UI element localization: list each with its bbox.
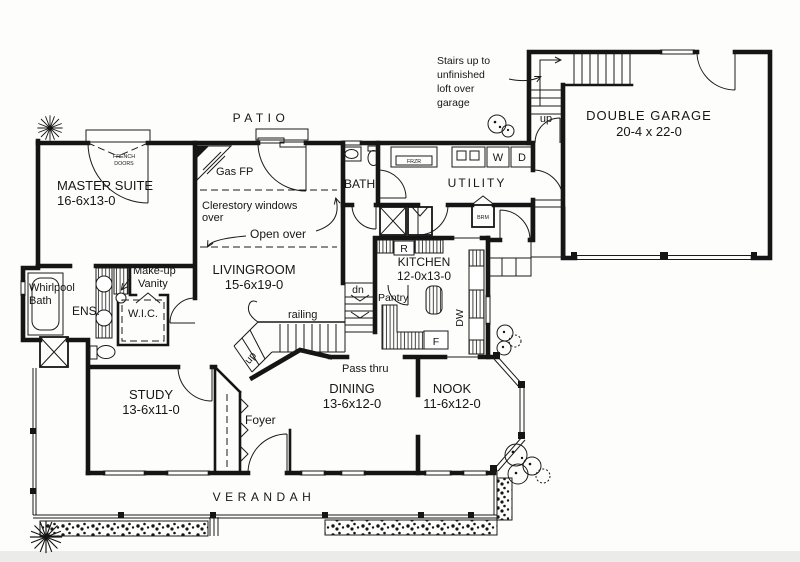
gas-fp-label: Gas FP xyxy=(216,166,253,178)
room-label-livingroom: LIVINGROOM xyxy=(212,262,295,277)
freezer-label: FRZR xyxy=(407,159,421,165)
room-label-study: STUDY xyxy=(129,387,173,402)
stairs-note-leader xyxy=(508,77,540,81)
french-door-landing xyxy=(85,129,151,143)
fireplace xyxy=(196,145,233,182)
room-dims-garage: 20-4 x 22-0 xyxy=(616,124,682,139)
dryer-label: D xyxy=(518,152,526,164)
room-label-wic: W.I.C. xyxy=(128,308,158,320)
starburst-plant-bottom xyxy=(29,520,63,554)
kitchen-sink xyxy=(468,265,485,291)
clerestory-label-line1: Clerestory windows xyxy=(202,200,298,212)
landscaping xyxy=(29,114,551,554)
doors xyxy=(85,51,736,474)
starburst-plant-top xyxy=(36,114,64,142)
room-dims-dining: 13-6x12-0 xyxy=(323,396,382,411)
open-over-label: Open over xyxy=(250,227,306,241)
railing-curl xyxy=(247,300,259,323)
pantry-label: Pantry xyxy=(378,292,409,304)
verandah-steps xyxy=(209,517,219,536)
garage-stoop xyxy=(530,206,566,258)
utility-appliances xyxy=(390,146,534,168)
range-label: R xyxy=(400,243,408,255)
french-doors-label-line1: FRENCH xyxy=(113,154,135,160)
basement-stairs xyxy=(344,282,375,333)
walls-interior xyxy=(35,83,634,476)
clerestory-lines xyxy=(200,189,337,247)
room-label-foyer: Foyer xyxy=(245,413,276,427)
room-dims-master-suite: 16-6x13-0 xyxy=(57,193,116,208)
up-garage-label: up xyxy=(540,113,552,125)
shrub-borders xyxy=(39,477,513,537)
kitchen-island xyxy=(425,285,443,315)
whirlpool-label-line2: Bath xyxy=(29,295,52,307)
makeup-label-line2: Vanity xyxy=(138,278,168,290)
scan-artifact-band xyxy=(0,551,800,562)
garage-loft-stairs xyxy=(529,52,631,115)
broom-closet-door xyxy=(473,195,493,204)
french-doors-label-line2: DOORS xyxy=(114,161,134,167)
dishwasher-label: DW xyxy=(454,309,466,327)
stairs-note-line2: unfinished xyxy=(437,69,485,81)
broom-closet xyxy=(471,204,495,228)
ensuite-vanity xyxy=(95,267,113,339)
room-label-utility: UTILITY xyxy=(448,176,507,190)
room-dims-kitchen: 12-0x13-0 xyxy=(397,269,451,283)
whirlpool-label-line1: Whirlpool xyxy=(29,282,75,294)
garage-details xyxy=(487,206,757,277)
stairs-note-line4: garage xyxy=(437,97,470,109)
makeup-vanity xyxy=(113,267,129,304)
bush-cluster-kitchen xyxy=(496,324,522,356)
ensuite-toilet xyxy=(89,345,116,360)
broom-label: BRM xyxy=(477,215,489,221)
fridge-box xyxy=(423,330,449,350)
railing-label: railing xyxy=(288,309,317,321)
bush-cluster-nook xyxy=(504,443,551,485)
room-dims-nook: 11-6x12-0 xyxy=(423,396,481,411)
fridge-label: F xyxy=(433,336,439,348)
shower-box xyxy=(39,336,69,368)
back-steps xyxy=(487,257,532,277)
kitchen-counters xyxy=(376,239,485,355)
dn-label: dn xyxy=(352,284,364,296)
room-label-garage: DOUBLE GARAGE xyxy=(586,108,712,123)
room-label-bath: BATH xyxy=(344,177,375,191)
room-dims-study: 13-6x11-0 xyxy=(122,402,180,417)
windows xyxy=(20,49,695,476)
hall-closets xyxy=(379,206,433,236)
makeup-label-line1: Make-up xyxy=(133,265,176,277)
pass-thru-label: Pass thru xyxy=(342,363,388,375)
verandah-label: VERANDAH xyxy=(213,490,316,504)
stairs-note-line3: loft over xyxy=(437,83,475,95)
dishwasher-box xyxy=(468,317,485,341)
bath-fixtures xyxy=(341,145,380,166)
verandah-railing xyxy=(30,368,498,536)
patio-door-landing xyxy=(255,128,309,141)
stairs-note-line1: Stairs up to xyxy=(437,55,490,67)
whirlpool-tub xyxy=(27,272,64,336)
wic-shelving xyxy=(121,299,165,342)
washer-label: W xyxy=(493,152,504,164)
clerestory-label-line2: over xyxy=(202,212,224,224)
text-labels: PATIO VERANDAH MASTER SUITE 16-6x13-0 LI… xyxy=(29,55,712,504)
foyer-closet-doors xyxy=(239,397,249,463)
range-box xyxy=(393,240,415,256)
shower-x xyxy=(39,336,69,368)
room-dims-livingroom: 15-6x19-0 xyxy=(225,277,284,292)
room-label-ens: ENS. xyxy=(72,304,100,318)
bush-cluster-utility xyxy=(487,114,515,138)
patio-label: PATIO xyxy=(233,111,290,125)
room-label-kitchen: KITCHEN xyxy=(398,255,451,269)
room-label-dining: DINING xyxy=(329,381,375,396)
room-label-nook: NOOK xyxy=(433,381,472,396)
room-label-master-suite: MASTER SUITE xyxy=(57,178,153,193)
makeup-leader xyxy=(122,276,132,289)
